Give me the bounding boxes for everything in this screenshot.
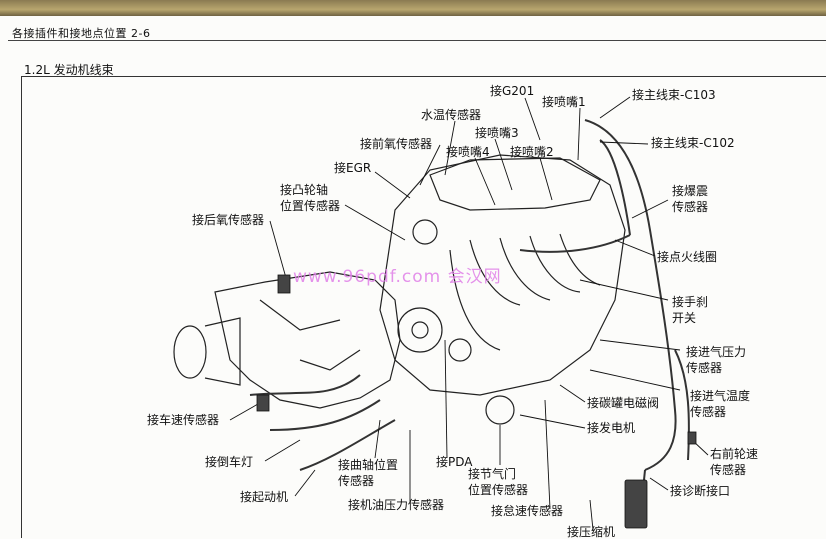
engine-block — [379, 154, 626, 396]
page-header: 各接插件和接地点位置 2-6 — [12, 27, 151, 40]
label-injector2: 接喷嘴2 — [510, 145, 554, 159]
alternator-body — [485, 395, 515, 425]
crank-pulley — [397, 307, 443, 353]
label-map: 接进气压力 传感器 — [686, 345, 747, 375]
label-diagnostic: 接诊断接口 — [670, 484, 731, 498]
label-throttle: 接节气门 位置传感器 — [468, 467, 529, 497]
diagnostic-connector — [624, 479, 648, 529]
harness-main — [584, 119, 677, 471]
transmission-outline — [214, 271, 401, 409]
label-knock: 接爆震 传感器 — [672, 184, 709, 214]
output-shaft — [173, 325, 207, 379]
label-reverse-lamp: 接倒车灯 — [205, 455, 254, 469]
section-title: 1.2L 发动机线束 — [24, 63, 114, 77]
label-crank: 接曲轴位置 传感器 — [338, 458, 399, 488]
label-canister: 接碳罐电磁阀 — [587, 396, 660, 410]
label-rear-o2: 接后氧传感器 — [192, 213, 265, 227]
label-rf-wheel-speed: 右前轮速 传感器 — [710, 447, 759, 477]
label-oil-pressure: 接机油压力传感器 — [348, 498, 445, 512]
label-pda: 接PDA — [436, 455, 473, 469]
label-front-o2: 接前氧传感器 — [360, 137, 433, 151]
watermark: www.96pdf.com 会汉网 — [293, 267, 502, 287]
label-ignition-coil: 接点火线圈 — [657, 250, 718, 264]
label-handbrake: 接手刹 开关 — [672, 295, 709, 325]
label-egr: 接EGR — [334, 161, 372, 175]
label-compressor: 接压缩机 — [567, 525, 616, 539]
label-g201: 接G201 — [490, 84, 535, 98]
valve-cover — [429, 157, 601, 211]
label-alternator: 接发电机 — [587, 421, 636, 435]
label-main-c102: 接主线束-C102 — [651, 136, 735, 150]
label-injector1: 接喷嘴1 — [542, 95, 586, 109]
label-main-c103: 接主线束-C103 — [632, 88, 716, 102]
label-idle: 接怠速传感器 — [491, 504, 564, 518]
header-rule — [8, 40, 826, 41]
label-speed: 接车速传感器 — [147, 413, 220, 427]
label-injector3: 接喷嘴3 — [475, 126, 519, 140]
label-iat: 接进气温度 传感器 — [690, 389, 751, 419]
label-water-temp: 水温传感器 — [421, 108, 482, 122]
scan-top-band — [0, 0, 826, 16]
diagram-frame — [21, 76, 826, 538]
label-cam-position: 接凸轮轴 位置传感器 — [280, 183, 341, 213]
label-starter: 接起动机 — [240, 490, 289, 504]
label-injector4: 接喷嘴4 — [446, 145, 490, 159]
